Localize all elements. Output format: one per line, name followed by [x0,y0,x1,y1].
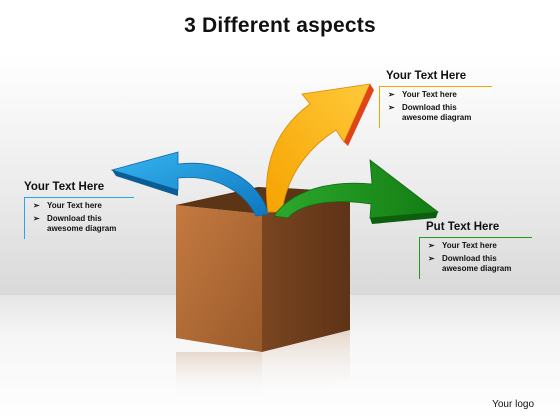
callout-list: ➢ Your Text here ➢ Download this awesome… [386,90,492,124]
list-item-text: Download this [47,213,102,223]
blue-arrow-icon [110,151,269,217]
list-item-text: Download this [402,102,457,112]
callout-heading: Your Text Here [24,181,105,193]
list-item-text: awesome diagram [442,264,512,273]
list-item-text: awesome diagram [47,224,117,233]
callout-list: ➢ Your Text here ➢ Download this awesome… [31,201,134,235]
arrow-bullet-icon: ➢ [388,90,395,99]
box-reflection [176,330,350,400]
callout-top: Your Text Here ➢ Your Text here ➢ Downlo… [379,70,498,128]
list-item-text: Download this [442,253,497,263]
list-item-text: Your Text here [442,241,497,250]
list-item-text: Your Text here [47,201,102,210]
orange-arrow-icon [265,83,374,213]
list-item: ➢ Your Text here [426,241,532,252]
callout-heading: Your Text Here [386,70,467,82]
callout-box: ➢ Your Text here ➢ Download this awesome… [379,86,492,128]
callout-box: ➢ Your Text here ➢ Download this awesome… [24,197,134,239]
arrow-bullet-icon: ➢ [33,201,40,210]
callout-box: ➢ Your Text here ➢ Download this awesome… [419,237,532,279]
arrow-bullet-icon: ➢ [388,102,395,112]
list-item-text: awesome diagram [402,113,472,122]
list-item: ➢ Download this awesome diagram [31,214,134,235]
callout-list: ➢ Your Text here ➢ Download this awesome… [426,241,532,275]
callout-left: Your Text Here ➢ Your Text here ➢ Downlo… [24,181,136,239]
arrow-bullet-icon: ➢ [428,253,435,263]
list-item: ➢ Your Text here [31,201,134,212]
arrow-bullet-icon: ➢ [428,241,435,250]
callout-right: Put Text Here ➢ Your Text here ➢ Downloa… [419,221,538,279]
logo-placeholder: Your logo [492,399,534,410]
list-item: ➢ Download this awesome diagram [386,103,492,124]
list-item-text: Your Text here [402,90,457,99]
green-arrow-icon [273,159,440,224]
list-item: ➢ Your Text here [386,90,492,101]
slide-title: 3 Different aspects [184,14,376,37]
arrow-bullet-icon: ➢ [33,213,40,223]
list-item: ➢ Download this awesome diagram [426,254,532,275]
callout-heading: Put Text Here [426,221,500,233]
